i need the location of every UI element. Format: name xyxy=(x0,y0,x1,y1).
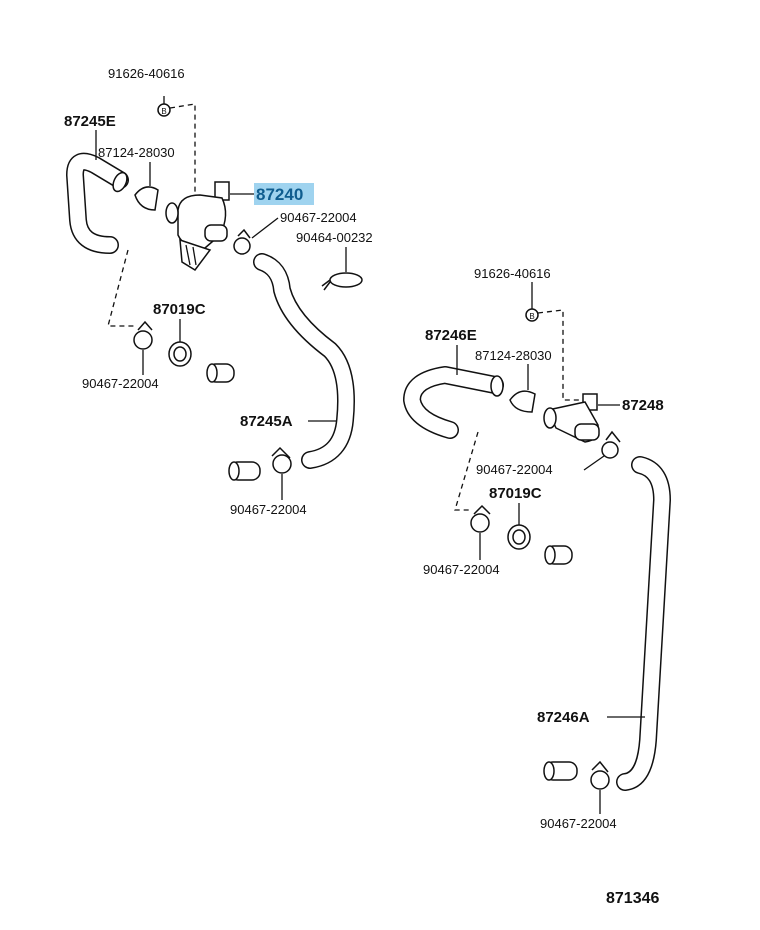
air-switching-valve-right[interactable] xyxy=(543,393,600,443)
dash-hose-e-left xyxy=(107,249,135,327)
label-hose-87245a-left: 87245A xyxy=(240,413,293,430)
hose-87245a-left[interactable] xyxy=(253,253,355,469)
clamp-right-bottom[interactable] xyxy=(590,760,610,790)
label-gasket-right: 87124-28030 xyxy=(475,348,552,363)
dash-bolt-left xyxy=(169,103,215,199)
leader-clamp-right-upper xyxy=(583,455,605,471)
label-bolt-right: 91626-40616 xyxy=(474,266,551,281)
label-grommet-right: 87019C xyxy=(489,485,542,502)
label-clamp-right-lower: 90467-22004 xyxy=(423,562,500,577)
label-clamp-right-bottom: 90467-22004 xyxy=(540,816,617,831)
label-clip-left: 90464-00232 xyxy=(296,230,373,245)
label-hose-87246e-right: 87246E xyxy=(425,327,477,344)
pipe-stub-right-bottom[interactable] xyxy=(543,761,578,781)
hose-87246a-right[interactable] xyxy=(616,456,671,791)
label-valve-right: 87248 xyxy=(622,397,664,414)
gasket-right[interactable] xyxy=(509,390,536,413)
svg-text:B: B xyxy=(161,107,166,116)
hose-87245e-left[interactable] xyxy=(66,152,130,254)
label-valve-left[interactable]: 87240 xyxy=(256,185,303,204)
label-hose-87246a-right: 87246A xyxy=(537,709,590,726)
grommet-right[interactable] xyxy=(507,524,531,550)
pipe-stub-left[interactable] xyxy=(206,363,235,383)
gasket-left[interactable] xyxy=(134,186,159,211)
label-clamp-left-lower: 90467-22004 xyxy=(82,376,159,391)
label-clamp-left-bottom: 90467-22004 xyxy=(230,502,307,517)
clamp-left-upper[interactable] xyxy=(233,228,251,255)
hose-87246e-right[interactable] xyxy=(403,366,504,439)
clip-left[interactable] xyxy=(321,272,363,291)
clamp-left-bottom[interactable] xyxy=(271,446,292,474)
label-grommet-left: 87019C xyxy=(153,301,206,318)
pipe-stub-left-bottom[interactable] xyxy=(228,461,261,481)
diagram-id: 871346 xyxy=(606,890,659,907)
highlight-87240 xyxy=(254,183,314,205)
label-hose-87245e-left: 87245E xyxy=(64,113,116,130)
bolt-left[interactable]: B xyxy=(157,103,171,117)
label-gasket-left: 87124-28030 xyxy=(98,145,175,160)
label-clamp-right-upper: 90467-22004 xyxy=(476,462,553,477)
label-bolt-left: 91626-40616 xyxy=(108,66,185,81)
air-switching-valve-left[interactable] xyxy=(165,181,230,271)
bolt-right[interactable]: B xyxy=(525,308,539,322)
clamp-right-lower[interactable] xyxy=(470,504,491,533)
clamp-right-upper[interactable] xyxy=(601,430,621,459)
label-clamp-left-upper: 90467-22004 xyxy=(280,210,357,225)
dash-bolt-right xyxy=(537,309,580,401)
pipe-stub-right[interactable] xyxy=(544,545,573,565)
dash-hose-e-right xyxy=(454,431,479,511)
svg-text:B: B xyxy=(529,312,534,321)
grommet-left[interactable] xyxy=(168,341,192,367)
leader-clamp-left-upper xyxy=(251,217,279,239)
clamp-left-lower[interactable] xyxy=(133,320,153,350)
